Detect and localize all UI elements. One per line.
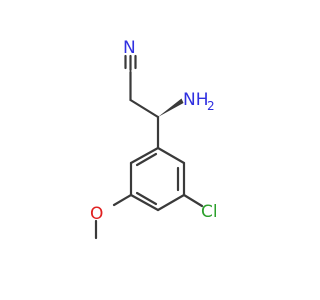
benzene-ring (129, 146, 186, 212)
wedge-bond-amine (158, 98, 184, 117)
amine-label-subscript: 2 (207, 99, 215, 113)
bond-ring-chlorine (182, 193, 204, 208)
atom-label-nitrile-n: N (123, 38, 136, 58)
amine-label-nh: NH (183, 90, 209, 110)
atom-label-oxygen: O (90, 204, 103, 224)
atom-label-amine: NH 2 (183, 90, 215, 113)
nitrile-triple-bond (124, 54, 137, 72)
molecule-structure: N NH 2 Cl O (90, 38, 218, 240)
atom-label-chlorine: Cl (201, 202, 218, 222)
molecule-canvas: N NH 2 Cl O (90, 38, 218, 240)
bond-ch2-stereocenter (129, 98, 160, 119)
bond-ring-oxygen (112, 193, 133, 207)
